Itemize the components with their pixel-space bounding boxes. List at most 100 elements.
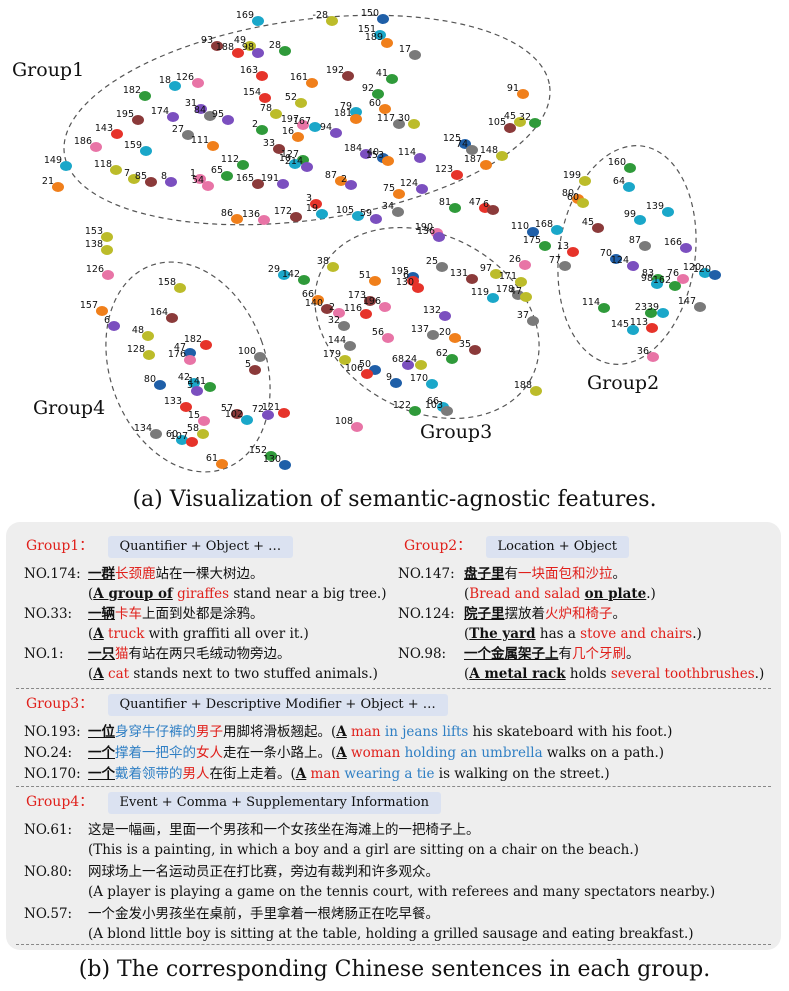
point-marker <box>369 276 381 286</box>
scatter-point: -28 <box>312 10 338 26</box>
modifier-en: wearing a tie <box>340 766 435 782</box>
point-label: 45 <box>504 111 516 122</box>
scatter-point: 123 <box>435 164 463 180</box>
scatter-point: 143 <box>95 123 123 139</box>
point-marker <box>520 292 532 302</box>
point-label: 152 <box>249 445 267 456</box>
point-marker <box>259 93 271 103</box>
scatter-point: 124 <box>400 178 428 194</box>
scatter-point: 153 <box>366 150 394 166</box>
scatter-point: 87 <box>325 170 347 186</box>
divider <box>16 944 771 945</box>
point-marker <box>316 209 328 219</box>
scatter-point: 162 <box>653 275 681 291</box>
scatter-point: 186 <box>74 136 102 152</box>
point-marker <box>202 181 214 191</box>
point-label: 80 <box>562 188 574 199</box>
point-label: 157 <box>80 300 98 311</box>
scatter-point: 119 <box>471 287 499 303</box>
group2-section: Group2： Location + Object <box>404 536 629 558</box>
location-zh: 院子里 <box>464 606 505 622</box>
group-label-4: Group4 <box>33 397 105 419</box>
point-marker <box>60 161 72 171</box>
point-marker <box>216 459 228 469</box>
point-label: 173 <box>348 290 366 301</box>
scatter-point: 111 <box>191 135 219 151</box>
scatter-point: 132 <box>423 305 451 321</box>
point-marker <box>469 345 481 355</box>
point-label: 6 <box>104 315 110 326</box>
point-marker <box>167 112 179 122</box>
scatter-point: 19 <box>306 203 328 219</box>
object-en: man <box>346 724 381 740</box>
point-marker <box>559 261 571 271</box>
point-label: 170 <box>410 373 428 384</box>
point-marker <box>101 245 113 255</box>
point-marker <box>402 360 414 370</box>
point-label: 140 <box>305 298 323 309</box>
point-label: 25 <box>426 256 438 267</box>
scatter-point: 165 <box>236 173 264 189</box>
point-label: 125 <box>443 133 461 144</box>
caption-a: (a) Visualization of semantic-agnostic f… <box>132 487 657 512</box>
point-label: 127 <box>281 149 299 160</box>
point-label: 154 <box>243 87 261 98</box>
point-label: 34 <box>382 201 394 212</box>
point-marker <box>414 153 426 163</box>
scatter-point: 195 <box>116 109 144 125</box>
point-marker <box>200 340 212 350</box>
point-marker <box>530 386 542 396</box>
object-zh: 男子 <box>196 724 223 740</box>
point-marker <box>466 145 478 155</box>
point-label: 124 <box>400 178 418 189</box>
point-label: 120 <box>683 262 701 273</box>
scatter-point: 27 <box>172 124 194 140</box>
quantifier-en: A <box>93 666 104 682</box>
point-label: 150 <box>361 8 379 19</box>
point-marker <box>409 50 421 60</box>
point-label: 166 <box>664 237 682 248</box>
scatter-point: 10 <box>279 153 301 169</box>
point-label: 153 <box>366 150 384 161</box>
point-marker <box>393 119 405 129</box>
scatter-point: 126 <box>86 264 114 280</box>
quantifier-en: A <box>295 766 307 782</box>
scatter-point: 86 <box>221 208 243 224</box>
point-label: 5 <box>187 380 193 391</box>
object-en: woman <box>346 745 401 761</box>
point-label: 68 <box>392 354 404 365</box>
point-label: 114 <box>582 297 600 308</box>
point-label: 126 <box>176 72 194 83</box>
point-label: 149 <box>44 155 62 166</box>
scatter-point: 74 <box>456 139 478 155</box>
scatter-point: 42 <box>178 372 200 388</box>
point-label: 151 <box>358 24 376 35</box>
point-label: 6 <box>403 270 409 281</box>
scatter-point: 174 <box>151 106 179 122</box>
point-marker <box>111 129 123 139</box>
scatter-point: 168 <box>535 219 563 235</box>
point-label: 87 <box>325 170 337 181</box>
group-label-1: Group1 <box>12 59 84 81</box>
object-en: cat <box>103 666 130 682</box>
point-label: 45 <box>582 217 594 228</box>
scatter-point: 36 <box>637 346 659 362</box>
point-label: 47 <box>174 342 186 353</box>
scatter-point: 80 <box>144 374 166 390</box>
scatter-point: 59 <box>360 208 382 224</box>
point-label: 1 <box>190 168 196 179</box>
scatter-point: 188 <box>216 42 244 58</box>
point-marker <box>262 410 274 420</box>
scatter-point: 6 <box>104 315 120 331</box>
point-marker <box>221 171 233 181</box>
point-label: 145 <box>611 319 629 330</box>
modifier-zh: 撑着一把伞的 <box>115 745 196 761</box>
point-marker <box>627 325 639 335</box>
point-label: 153 <box>85 226 103 237</box>
point-label: 165 <box>236 173 254 184</box>
point-marker <box>352 211 364 221</box>
point-marker <box>646 323 658 333</box>
scatter-point: 100 <box>238 346 266 362</box>
object-zh: 火炉和椅子 <box>545 606 613 622</box>
point-marker <box>519 260 531 270</box>
